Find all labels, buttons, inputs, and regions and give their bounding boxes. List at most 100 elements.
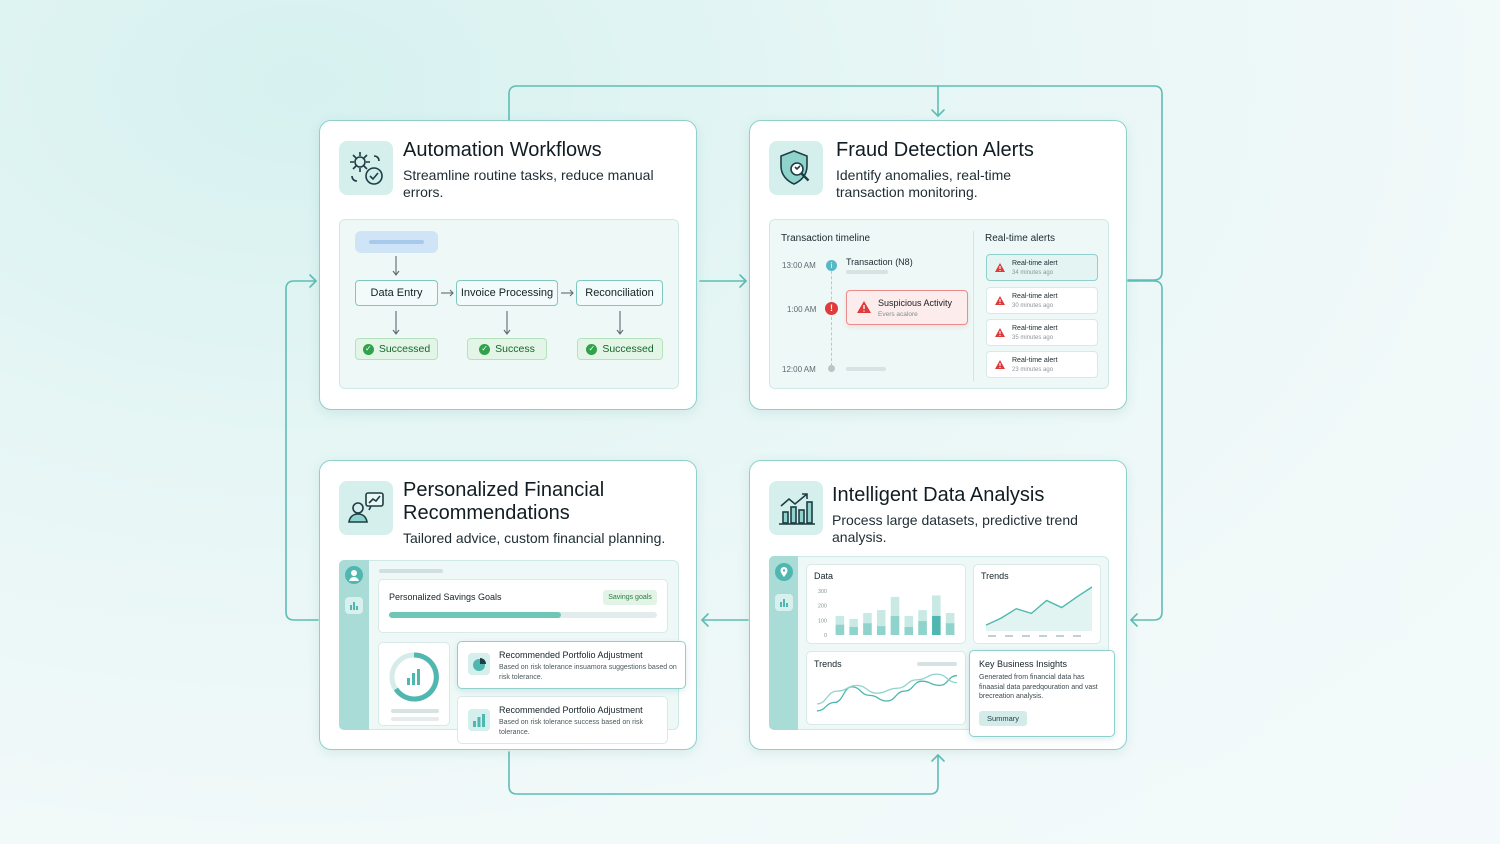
panel-divider <box>973 231 974 381</box>
bar <box>890 615 900 635</box>
realtime-alert-4[interactable]: Real-time alert 23 minutes ago <box>986 351 1098 378</box>
workflow-header-bar <box>355 231 438 253</box>
trends-line-chart-2 <box>816 673 958 712</box>
trends-chart-box-2[interactable]: Trends <box>806 651 966 725</box>
profile-nav-icon[interactable] <box>345 566 363 584</box>
bar <box>835 624 845 635</box>
data-chart-title: Data <box>814 571 834 581</box>
realtime-alert-3[interactable]: Real-time alert 35 minutes ago <box>986 319 1098 346</box>
data-bar-chart: 300 200 100 0 <box>818 589 955 639</box>
bar-back <box>890 596 900 635</box>
bar-chart-icon <box>780 599 788 607</box>
bar <box>904 626 914 635</box>
suspicious-subtitle: Evers acalore <box>878 311 918 318</box>
trends-placeholder-bar <box>917 662 957 666</box>
bar <box>863 623 872 635</box>
y-tick-label: 200 <box>818 604 827 610</box>
warning-icon <box>995 263 1005 272</box>
portfolio-adjustment-2[interactable]: Recommended Portfolio Adjustment Based o… <box>457 696 668 744</box>
trends-chart-box[interactable]: Trends <box>973 564 1101 644</box>
timeline-line <box>831 266 832 366</box>
check-icon: ✓ <box>479 343 491 355</box>
workflow-arrows <box>392 256 624 335</box>
progress-ring-icon <box>389 652 439 702</box>
y-tick-label: 300 <box>818 589 827 595</box>
workflow-node-data-entry[interactable]: Data Entry <box>355 280 438 306</box>
timeline-dot-alert: ! <box>825 302 838 315</box>
recommendations-icon-box <box>339 481 393 535</box>
timeline-time-1: 13:00 AM <box>782 261 816 270</box>
trend-series-line <box>816 673 958 705</box>
portfolio-text-1: Based on risk tolerance insuamora sugges… <box>499 664 677 681</box>
portfolio-title-1: Recommended Portfolio Adjustment <box>499 650 643 660</box>
bar-back <box>849 618 858 635</box>
warning-icon <box>995 328 1005 337</box>
ring-caption-bar-2 <box>391 717 439 721</box>
trends-chart-title: Trends <box>981 571 1009 581</box>
summary-button[interactable]: Summary <box>979 711 1027 726</box>
timeline-end-bar <box>846 367 886 371</box>
workflow-status-1: ✓ Successed <box>355 338 438 360</box>
realtime-alert-1[interactable]: Real-time alert 34 minutes ago <box>986 254 1098 281</box>
transaction-bar <box>846 270 888 274</box>
y-tick-label: 100 <box>818 618 827 624</box>
timeline-heading: Transaction timeline <box>781 233 871 244</box>
alerts-heading: Real-time alerts <box>985 233 1056 244</box>
bar-back <box>876 610 886 635</box>
portfolio-text-2: Based on risk tolerance success based on… <box>499 719 643 736</box>
portfolio-icon-box-1 <box>468 653 490 675</box>
realtime-alert-2[interactable]: Real-time alert 30 minutes ago <box>986 287 1098 314</box>
workflow-node-reconciliation[interactable]: Reconciliation <box>576 280 663 306</box>
location-nav-icon[interactable] <box>775 563 793 581</box>
timeline-transaction-label: Transaction (N8) <box>846 257 913 267</box>
top-placeholder-bar <box>379 569 443 573</box>
y-tick-label: 0 <box>824 633 827 639</box>
analysis-icon-box <box>769 481 823 535</box>
portfolio-icon-box-2 <box>468 709 490 731</box>
recommendations-sidebar <box>339 560 369 730</box>
analysis-title: Intelligent Data Analysis <box>832 484 1045 506</box>
shield-search-icon <box>780 150 810 185</box>
x-tick-label <box>988 635 996 637</box>
bar-chart-icon <box>350 602 358 610</box>
savings-label: Personalized Savings Goals <box>389 592 502 602</box>
bar <box>945 623 955 635</box>
portfolio-adjustment-1[interactable]: Recommended Portfolio Adjustment Based o… <box>457 641 686 689</box>
fraud-icon-box <box>769 141 823 195</box>
bar-chart-icon <box>473 714 485 727</box>
automation-description: Streamline routine tasks, reduce manual … <box>403 167 654 200</box>
check-icon: ✓ <box>586 343 598 355</box>
savings-badge[interactable]: Savings goals <box>603 590 657 605</box>
bar <box>876 626 886 635</box>
timeline-time-2: 1:00 AM <box>787 305 817 314</box>
analysis-description: Process large datasets, predictive trend… <box>832 512 1078 545</box>
chart-nav-icon[interactable] <box>345 597 363 614</box>
ring-caption-bar <box>391 709 439 713</box>
workflow-node-invoice-processing[interactable]: Invoice Processing <box>456 280 558 306</box>
data-chart-box[interactable]: Data 300 200 100 0 <box>806 564 966 644</box>
x-tick-label <box>1039 635 1047 637</box>
warning-icon <box>857 301 871 313</box>
insights-title: Key Business Insights <box>979 659 1068 669</box>
location-pin-icon <box>780 567 788 577</box>
bar <box>918 621 927 635</box>
analysis-chart-nav-icon[interactable] <box>775 594 793 611</box>
trends-line-chart <box>985 586 1093 637</box>
fraud-title: Fraud Detection Alerts <box>836 139 1034 161</box>
trend-bars-icon <box>779 493 815 525</box>
suspicious-activity-alert[interactable]: Suspicious Activity Evers acalore <box>846 290 968 325</box>
trend-area <box>986 587 1092 631</box>
warning-icon <box>995 296 1005 305</box>
bar-back <box>904 615 914 635</box>
goal-ring-box <box>378 642 450 726</box>
bar <box>932 615 941 635</box>
key-insights-box[interactable]: Key Business Insights Generated from fin… <box>969 650 1115 737</box>
insights-text: Generated from financial data has finaas… <box>979 674 1098 700</box>
savings-goals-box[interactable]: Personalized Savings Goals Savings goals <box>378 579 668 633</box>
trend-line <box>985 586 1093 626</box>
x-tick-label <box>1022 635 1030 637</box>
gear-check-icon <box>350 152 383 185</box>
savings-progress-fill <box>389 612 561 618</box>
warning-icon <box>995 360 1005 369</box>
